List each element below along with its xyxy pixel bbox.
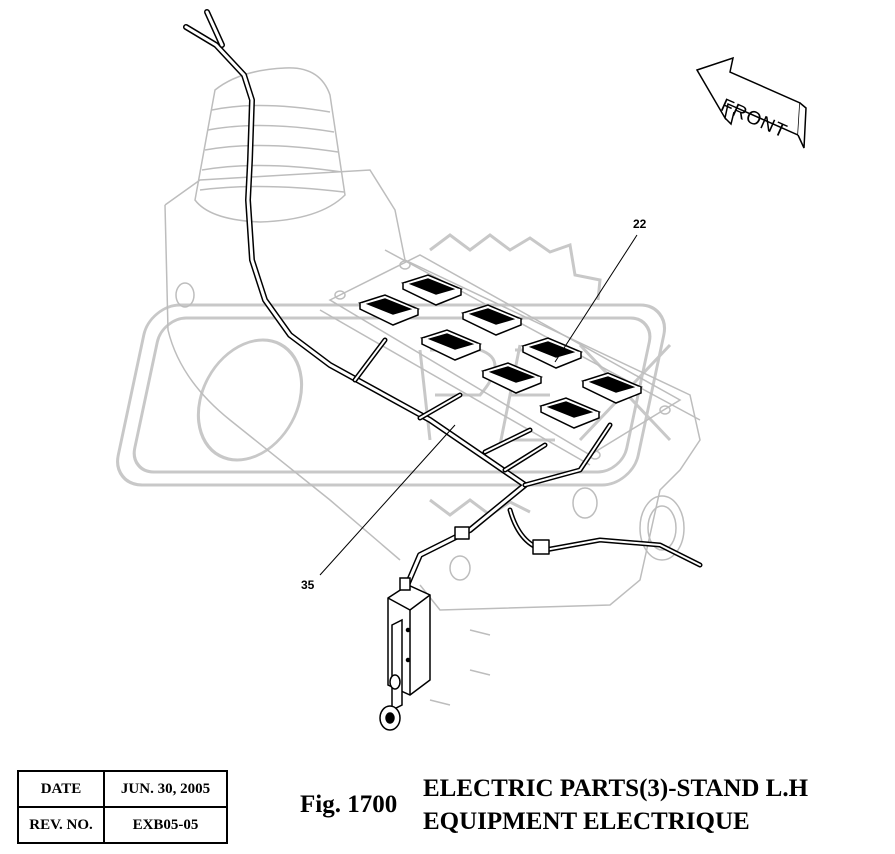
wire-harness-35 (183, 9, 703, 593)
revision-value: EXB05-05 (103, 806, 228, 844)
watermark-logo (116, 233, 672, 517)
leader-lines (319, 234, 638, 576)
revision-label: REV. NO. (17, 806, 105, 844)
revision-row: REV. NO. EXB05-05 (17, 806, 228, 844)
stand-housing (164, 169, 701, 706)
date-label: DATE (17, 770, 105, 808)
callout-22: 22 (633, 217, 647, 231)
figure-title-block: ELECTRIC PARTS(3)-STAND L.H EQUIPMENT EL… (423, 772, 808, 838)
figure-title-english: ELECTRIC PARTS(3)-STAND L.H (423, 775, 809, 802)
date-row: DATE JUN. 30, 2005 (17, 770, 228, 808)
date-value: JUN. 30, 2005 (103, 770, 228, 808)
parts-diagram (116, 9, 807, 731)
figure-number: Fig. 1700 (300, 791, 398, 818)
revision-info-table: DATE JUN. 30, 2005 REV. NO. EXB05-05 (17, 770, 228, 844)
callout-35: 35 (301, 578, 315, 592)
limit-switch (379, 577, 431, 731)
front-arrow (695, 56, 807, 149)
switch-buttons-22 (357, 274, 644, 429)
figure-title-french: EQUIPMENT ELECTRIQUE (423, 808, 750, 835)
joystick-boot (194, 67, 346, 223)
